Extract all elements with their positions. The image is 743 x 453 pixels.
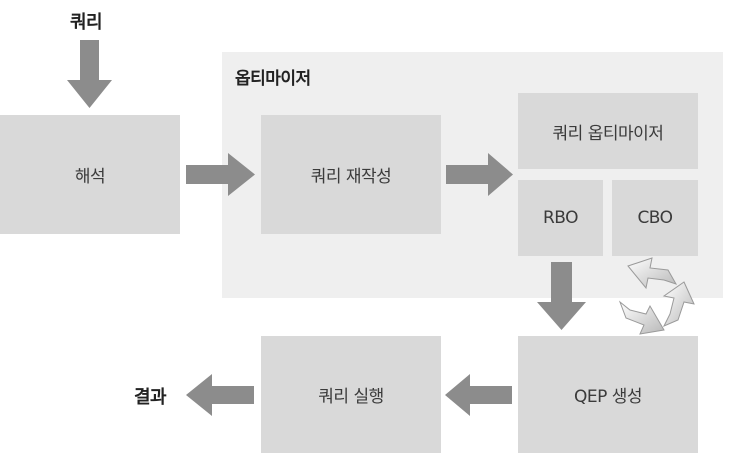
arrow-right-icon — [186, 153, 255, 196]
query-input-label: 쿼리 — [70, 12, 103, 33]
query-optimizer-box: 쿼리 옵티마이저 — [518, 93, 698, 169]
arrow-left-icon — [445, 374, 512, 416]
cbo-box: CBO — [612, 180, 698, 256]
arrow-right-icon — [446, 153, 513, 196]
arrow-down-icon — [67, 40, 112, 108]
query-rewrite-box: 쿼리 재작성 — [261, 115, 441, 234]
query-execution-box: 쿼리 실행 — [261, 336, 441, 453]
arrow-down-icon — [537, 262, 586, 330]
cycle-icon — [618, 257, 695, 335]
optimizer-title: 옵티마이저 — [235, 69, 311, 89]
rbo-box: RBO — [518, 180, 603, 256]
arrow-left-icon — [186, 374, 254, 416]
qep-generation-box: QEP 생성 — [518, 336, 698, 453]
result-output-label: 결과 — [134, 387, 167, 408]
parse-box: 해석 — [0, 115, 180, 234]
